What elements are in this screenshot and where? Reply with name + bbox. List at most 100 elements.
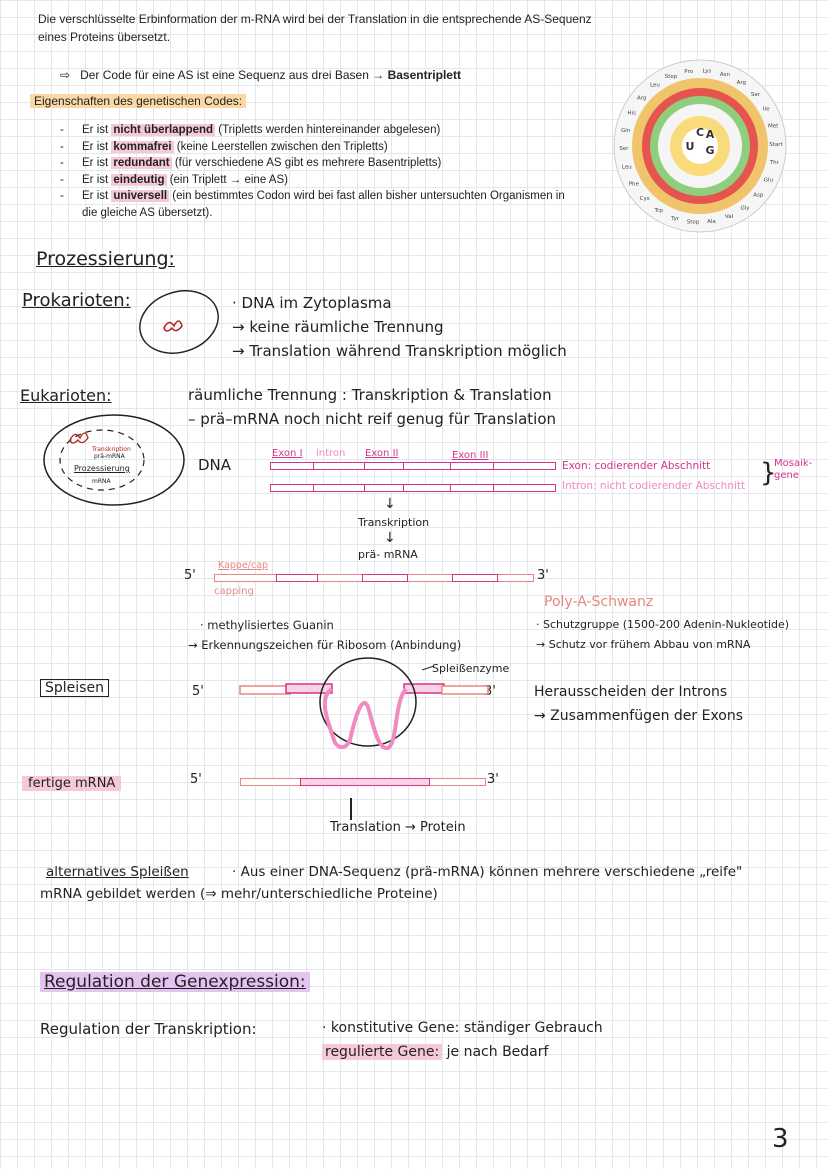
alt-splicing-text-1: · Aus einer DNA-Sequenz (prä-mRNA) könne… — [232, 864, 743, 880]
code-sun-amino-label: Stop — [687, 220, 700, 226]
down-arrow-2: ↓ — [384, 530, 396, 546]
regulation-line-1: · konstitutive Gene: ständiger Gebrauch — [322, 1020, 603, 1036]
mosaik-brace: } — [760, 458, 777, 488]
code-sun-amino-label: Trp — [654, 208, 664, 214]
dna-exon-1-top — [270, 462, 314, 470]
code-sun-a: A — [706, 128, 715, 141]
regulation-subtitle: Regulation der Transkription: — [40, 1020, 257, 1038]
code-sun-g: G — [705, 144, 714, 157]
capping-label: capping — [214, 586, 254, 597]
dna-label: DNA — [198, 456, 232, 474]
intro-line-2: eines Proteins übersetzt. — [38, 30, 171, 44]
mosaik-label: Mosaik- gene — [774, 458, 813, 481]
cell-label-transkription: Transkription — [92, 446, 131, 453]
code-sun-amino-label: Phe — [629, 181, 640, 187]
arrow-icon: ⇨ — [60, 68, 71, 82]
intron-definition: Intron: nicht codierender Abschnitt — [562, 480, 746, 492]
code-sun-amino-label: Val — [725, 214, 734, 220]
cell-label-mrna: mRNA — [92, 478, 111, 485]
code-sun-amino-label: Arg — [737, 80, 746, 86]
five-prime-1: 5' — [184, 568, 196, 583]
eukaryoten-label: Eukarioten: — [20, 386, 112, 405]
code-sun-amino-label: Cys — [640, 196, 650, 202]
exon-3-label: Exon III — [452, 450, 489, 461]
code-sun-amino-label: Leu — [622, 164, 632, 170]
property-item: Er ist universell (ein bestimmtes Codon … — [60, 188, 565, 221]
splicing-diagram — [239, 657, 489, 750]
five-prime-2: 5' — [192, 684, 204, 699]
mature-mrna-exons — [300, 778, 430, 786]
pra-mrna-exon-3 — [452, 574, 498, 582]
down-arrow-1: ↓ — [384, 496, 396, 512]
property-item: Er ist eindeutig (ein Triplett → eine AS… — [60, 172, 565, 189]
polya-line-2: → Schutz vor frühem Abbau von mRNA — [536, 638, 751, 651]
exon-definition: Exon: codierender Abschnitt — [562, 460, 711, 472]
spleissenzyme-label: Spleißenzyme — [432, 662, 510, 675]
code-sun-amino-label: Stop — [665, 74, 678, 80]
properties-list: Er ist nicht überlappend (Tripletts werd… — [60, 122, 565, 221]
property-item: Er ist nicht überlappend (Tripletts werd… — [60, 122, 565, 139]
pra-mrna-exon-2 — [362, 574, 408, 582]
code-sun-amino-label: Met — [768, 124, 779, 130]
code-sun-amino-label: Ile — [763, 107, 770, 113]
code-sun-amino-label: Thr — [769, 160, 780, 166]
regulation-title: Regulation der Genexpression: — [40, 972, 310, 992]
cell-label-pra-mrna: prä-mRNA — [94, 453, 125, 460]
polya-title: Poly-A-Schwanz — [544, 594, 654, 610]
three-prime-1: 3' — [537, 568, 549, 583]
dna-exon-3-top — [450, 462, 494, 470]
polya-line-1: · Schutzgruppe (1500-200 Adenin-Nukleoti… — [536, 618, 790, 631]
property-item: Er ist kommafrei (keine Leerstellen zwis… — [60, 139, 565, 156]
dna-exon-1-bottom — [270, 484, 314, 492]
prok-line-2: → keine räumliche Trennung — [232, 318, 444, 336]
euk-line-2: – prä–mRNA noch nicht reif genug für Tra… — [188, 410, 557, 428]
prokaryote-cell — [139, 290, 219, 354]
five-prime-3: 5' — [190, 772, 202, 787]
code-sun-amino-label: Lys — [703, 68, 712, 74]
translation-label: Translation → Protein — [330, 820, 466, 835]
code-sun-amino-label: Ala — [707, 219, 716, 225]
three-prime-3: 3' — [487, 772, 499, 787]
code-sun-amino-label: His — [627, 111, 636, 117]
spleis-line-1: Herausscheiden der Introns — [534, 684, 728, 700]
exon-2-label: Exon II — [365, 448, 399, 459]
property-item: Er ist redundant (für verschiedene AS gi… — [60, 155, 565, 172]
dna-exon-2-bottom — [364, 484, 404, 492]
code-sun-amino-label: Pro — [684, 69, 693, 75]
code-sun-amino-label: Ser — [751, 92, 761, 98]
page-number: 3 — [772, 1124, 789, 1154]
transkription-label: Transkription — [358, 516, 430, 529]
euk-line-1: räumliche Trennung : Transkription & Tra… — [188, 386, 552, 404]
intron-label: intron — [316, 448, 346, 459]
alt-splicing-text-2: mRNA gebildet werden (⇒ mehr/unterschied… — [40, 886, 438, 902]
three-prime-2: 3' — [484, 684, 496, 699]
code-sun-c: C — [696, 126, 704, 139]
exon-1-label: Exon I — [272, 448, 303, 459]
intro-line-1: Die verschlüsselte Erbinformation der m-… — [38, 12, 592, 26]
cell-label-prozessierung: Prozessierung — [74, 464, 130, 473]
dna-exon-2-top — [364, 462, 404, 470]
code-sun-amino-label: Asp — [753, 193, 764, 199]
alt-splicing-label: alternatives Spleißen — [46, 864, 189, 880]
kappe-label: Kappe/cap — [218, 560, 269, 571]
prok-line-1: · DNA im Zytoplasma — [232, 294, 392, 312]
code-line-text: Der Code für eine AS ist eine Sequenz au… — [80, 68, 385, 82]
prok-line-3: → Translation während Transkription mögl… — [232, 342, 567, 360]
fertige-mrna-label: fertige mRNA — [22, 776, 122, 791]
processing-title: Prozessierung: — [36, 248, 175, 270]
guanin-line-1: · methylisiertes Guanin — [200, 618, 334, 632]
properties-heading: Eigenschaften des genetischen Codes: — [30, 94, 247, 108]
pra-mrna-exon-1 — [276, 574, 318, 582]
code-sun-u: U — [686, 140, 695, 153]
translation-line — [350, 798, 352, 820]
guanin-line-2: → Erkennungszeichen für Ribosom (Anbindu… — [188, 638, 462, 652]
code-sun-amino-label: Asn — [720, 72, 731, 78]
code-sun-amino-label: Tyr — [670, 216, 680, 222]
pra-mrna-label: prä- mRNA — [358, 548, 418, 561]
prokaryoten-label: Prokarioten: — [22, 290, 131, 311]
code-sun-amino-label: Leu — [650, 83, 660, 89]
code-sun-amino-label: Gln — [621, 128, 631, 134]
code-line-bold: Basentriplett — [387, 68, 461, 82]
code-sun-amino-label: Ser — [619, 146, 629, 152]
